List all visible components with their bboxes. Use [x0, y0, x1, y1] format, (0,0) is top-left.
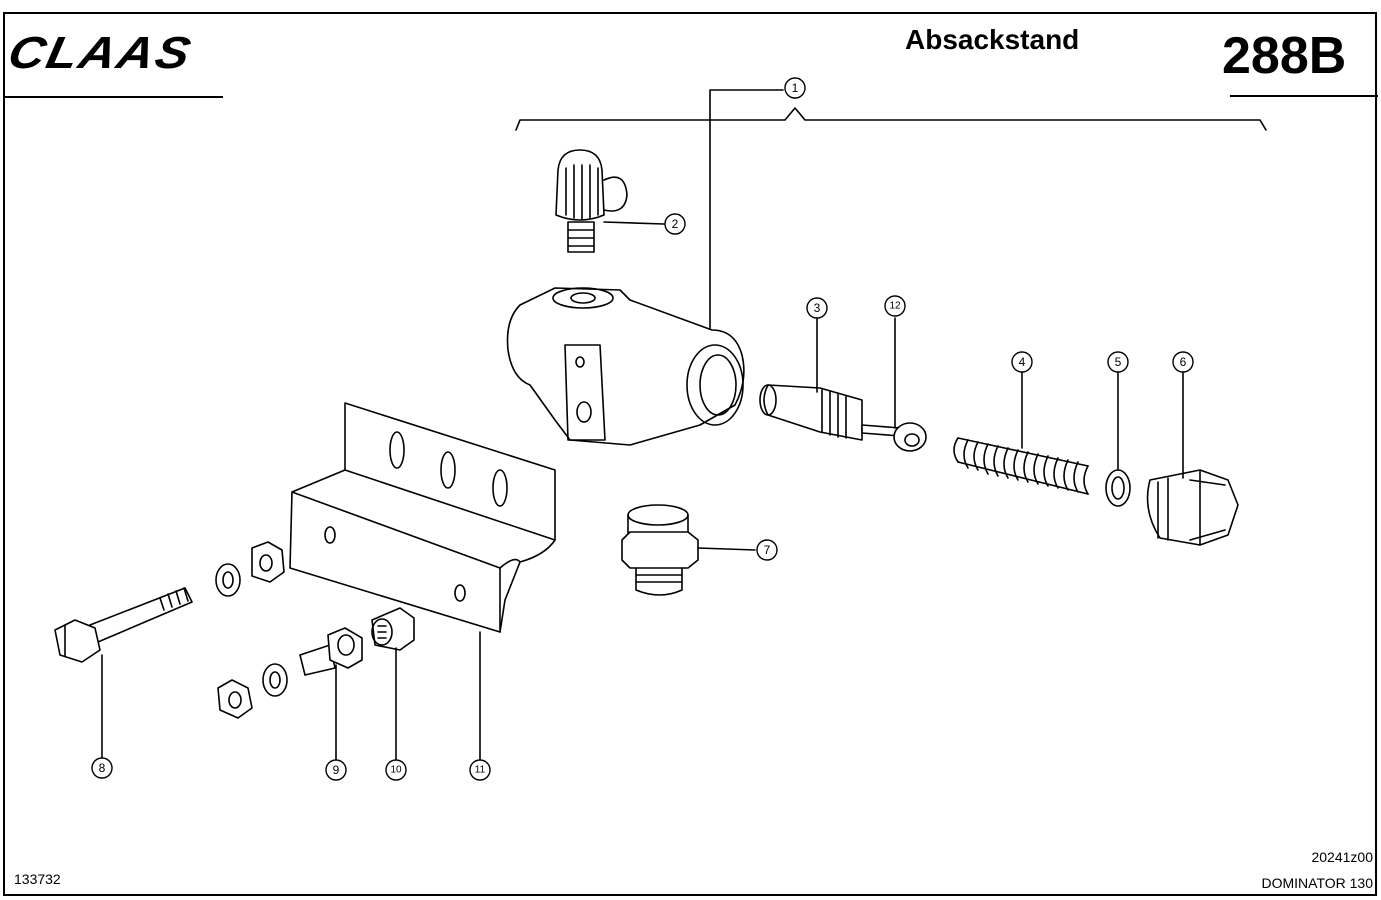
seal-washer-part: [1105, 469, 1131, 507]
valve-pin-part: [861, 422, 927, 452]
callout-10-circle: [385, 759, 407, 781]
callout-12-circle: [884, 295, 906, 317]
filter-insert-part: [371, 607, 415, 651]
leader-line-2: [603, 221, 665, 225]
callout-1-circle: [784, 77, 806, 99]
callout-11-label: 11: [475, 765, 486, 776]
screw-cap-part: [555, 149, 628, 253]
machine-model: DOMINATOR 130: [1261, 875, 1373, 891]
page-frame: [3, 12, 1377, 896]
callout-5-label: 5: [1115, 355, 1122, 369]
callout-9-label: 9: [333, 763, 340, 777]
callout-7-circle: [756, 539, 778, 561]
spring-part: [953, 437, 1089, 495]
leader-line-7: [697, 547, 756, 551]
callout-4-label: 4: [1019, 355, 1026, 369]
hex-bolt-part: [54, 587, 193, 663]
callout-10-label: 10: [390, 765, 402, 776]
callout-7-label: 7: [764, 543, 771, 557]
callout-9-circle: [325, 759, 347, 781]
callout-8-circle: [91, 757, 113, 779]
callout-6-label: 6: [1180, 355, 1187, 369]
leader-line-1: [709, 89, 796, 336]
callout-3-label: 3: [814, 301, 821, 315]
group-bracket: [515, 107, 1267, 131]
callout-2-circle: [664, 213, 686, 235]
hex-nut-lower: [217, 679, 253, 719]
logo-underline: [3, 96, 223, 98]
union-fitting-part: [621, 504, 699, 596]
mounting-bracket-part: [289, 402, 556, 633]
lock-washer-lower: [262, 663, 288, 697]
page-number-underline: [1230, 95, 1378, 97]
valve-body-part: [506, 287, 745, 446]
piston-part: [759, 384, 863, 441]
callout-1-label: 1: [792, 81, 799, 95]
screw-plug-part: [1146, 469, 1239, 546]
callout-12-label: 12: [889, 301, 901, 312]
callout-5-circle: [1107, 351, 1129, 373]
callout-8-label: 8: [99, 761, 106, 775]
page-number: 288B: [1222, 27, 1347, 85]
catalog-number: 133732: [14, 871, 61, 887]
stud-bolt-part: [299, 627, 363, 676]
callout-11-circle: [469, 759, 491, 781]
drawing-id: 20241z00: [1311, 849, 1373, 865]
callout-2-label: 2: [672, 217, 679, 231]
callout-3-circle: [806, 297, 828, 319]
lock-washer-upper: [215, 563, 241, 597]
callout-6-circle: [1172, 351, 1194, 373]
hex-nut-upper: [251, 541, 285, 583]
page-title: Absackstand: [905, 24, 1080, 55]
callout-4-circle: [1011, 351, 1033, 373]
